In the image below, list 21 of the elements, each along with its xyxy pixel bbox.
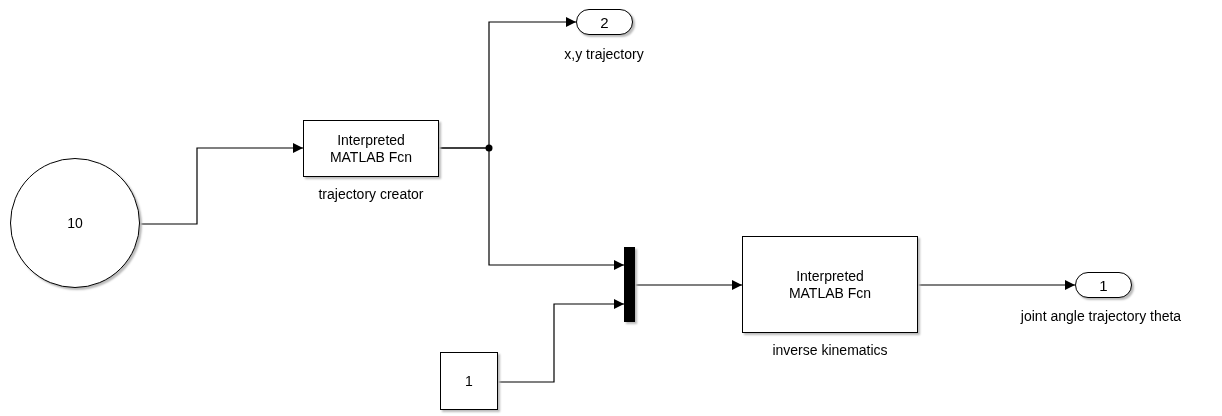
outport-block xyxy=(576,9,633,35)
signal-arrow xyxy=(139,143,304,225)
constant-block xyxy=(440,352,498,410)
block-name-label: trajectory creator xyxy=(318,186,424,202)
block-name-label: joint angle trajectory theta xyxy=(1020,308,1182,324)
function-block xyxy=(303,120,439,177)
signal-arrow xyxy=(438,147,625,270)
block-label: 10 xyxy=(67,215,83,231)
signal-arrow xyxy=(497,299,625,383)
signal-arrow xyxy=(634,280,743,290)
mux-bar xyxy=(624,247,635,322)
block-name-label: x,y trajectory xyxy=(564,46,644,62)
block-name-label: inverse kinematics xyxy=(772,342,888,358)
signal-arrow xyxy=(917,280,1076,290)
block-label: 1 xyxy=(1099,276,1108,294)
outport-block xyxy=(1075,272,1132,298)
block-label: 1 xyxy=(465,372,473,390)
block-label: Interpreted MATLAB Fcn xyxy=(787,267,873,302)
function-block xyxy=(742,236,918,333)
block-label: 2 xyxy=(600,13,609,31)
block-label: Interpreted MATLAB Fcn xyxy=(328,131,414,166)
